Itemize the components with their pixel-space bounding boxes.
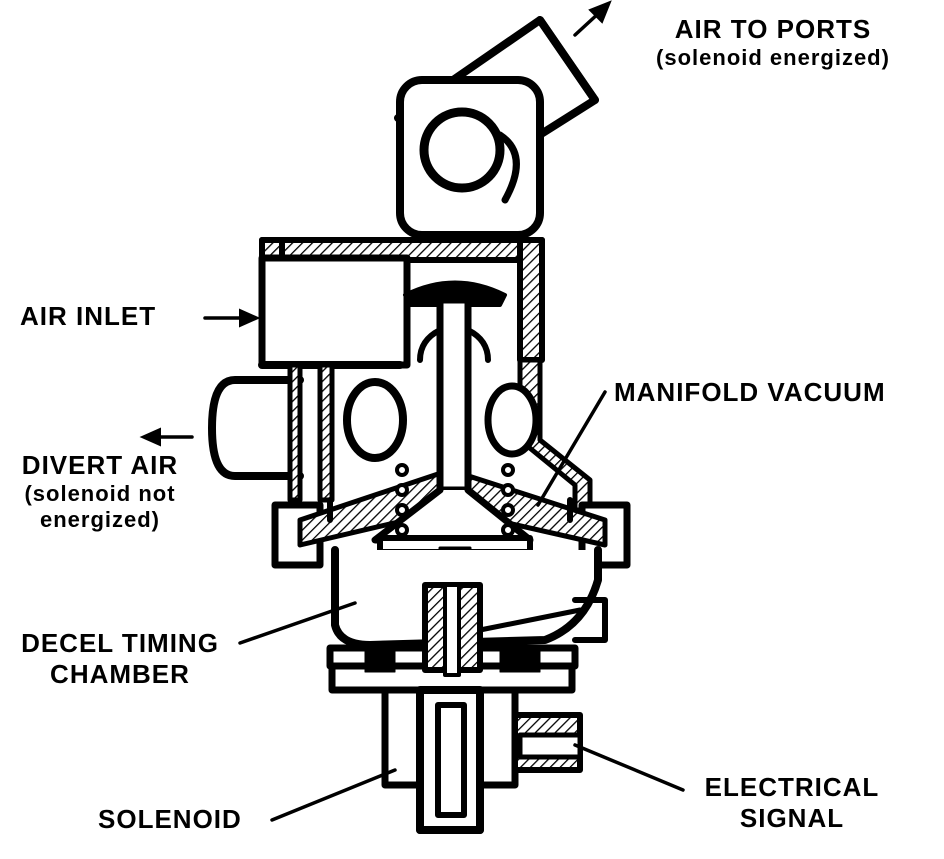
electrical-signal-label: ELECTRICAL SIGNAL — [672, 772, 912, 833]
air-inlet-label: AIR INLET — [20, 301, 157, 331]
solenoid-label: SOLENOID — [98, 804, 242, 834]
electrical-signal-line2: SIGNAL — [739, 802, 845, 833]
decel-timing-leader — [238, 601, 357, 645]
electrical-signal-line1: ELECTRICAL — [704, 772, 880, 802]
divert-air-line1: DIVERT AIR — [21, 450, 179, 480]
upper-housing — [258, 237, 545, 369]
decel-timing-chamber-label: DECEL TIMING CHAMBER — [2, 628, 238, 689]
outlet-tube — [394, 16, 599, 239]
decel-timing-line1: DECEL TIMING — [21, 628, 219, 658]
divert-air-line3: energized) — [39, 506, 161, 532]
electrical-connector — [512, 712, 583, 773]
divert-air-port — [208, 376, 304, 480]
air-to-ports-arrow — [573, 0, 612, 37]
air-inlet-arrow — [203, 308, 261, 328]
manifold-vacuum-leader — [536, 390, 607, 507]
divert-air-arrow — [139, 427, 194, 447]
air-to-ports-line1: AIR TO PORTS — [674, 14, 872, 44]
valve-body — [287, 357, 593, 513]
divert-air-label: DIVERT AIR (solenoid not energized) — [5, 450, 195, 533]
valve-springs — [395, 463, 515, 537]
air-to-ports-label: AIR TO PORTS (solenoid energized) — [618, 14, 928, 71]
solenoid-leader — [270, 768, 397, 822]
solenoid-body — [381, 686, 519, 834]
decel-timing-line2: CHAMBER — [50, 658, 190, 689]
divert-air-line2: (solenoid not — [24, 480, 176, 506]
manifold-vacuum-label: MANIFOLD VACUUM — [614, 377, 886, 407]
valve-stem — [371, 280, 534, 568]
electrical-signal-leader — [573, 743, 685, 792]
air-to-ports-line2: (solenoid energized) — [656, 44, 890, 70]
